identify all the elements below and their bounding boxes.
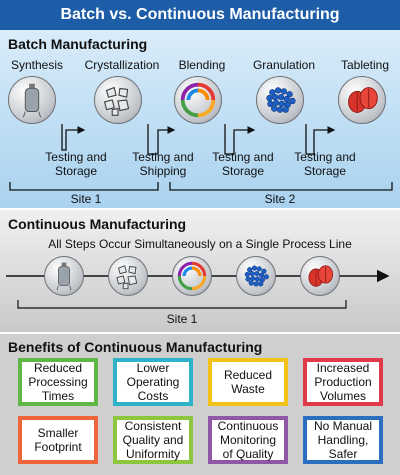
benefit-box: No Manual Handling, Safer (303, 416, 383, 464)
continuous-heading: Continuous Manufacturing (8, 216, 187, 232)
intermediate-label-4: Testing and Storage (294, 150, 356, 178)
continuous-site-label: Site 1 (166, 312, 198, 326)
step-label-crystallization: Crystallization (84, 58, 160, 72)
granules-icon (236, 256, 276, 296)
granules-icon (256, 76, 304, 124)
tank-icon (44, 256, 84, 296)
site-1-label: Site 1 (70, 192, 102, 206)
tablets-icon (300, 256, 340, 296)
benefit-box: Increased Production Volumes (303, 358, 383, 406)
intermediate-label-2: Testing and Shipping (132, 150, 194, 178)
benefits-heading: Benefits of Continuous Manufacturing (8, 339, 263, 355)
continuous-subtitle: All Steps Occur Simultaneously on a Sing… (48, 237, 352, 251)
benefit-box: Consistent Quality and Uniformity (113, 416, 193, 464)
crystals-icon (108, 256, 148, 296)
blender-swirl-icon (172, 256, 212, 296)
blender-swirl-icon (174, 76, 222, 124)
benefit-box: Continuous Monitoring of Quality (208, 416, 288, 464)
step-label-tableting: Tableting (340, 58, 390, 72)
benefit-box: Lower Operating Costs (113, 358, 193, 406)
step-label-granulation: Granulation (252, 58, 316, 72)
benefit-box: Smaller Footprint (18, 416, 98, 464)
crystals-icon (94, 76, 142, 124)
intermediate-label-3: Testing and Storage (212, 150, 274, 178)
batch-panel: Batch Manufacturing Synthesis Crystalliz… (0, 30, 400, 208)
tablets-icon (338, 76, 386, 124)
step-label-blending: Blending (178, 58, 226, 72)
intermediate-label-1: Testing and Storage (45, 150, 107, 178)
benefit-box: Reduced Processing Times (18, 358, 98, 406)
benefit-box: Reduced Waste (208, 358, 288, 406)
step-label-synthesis: Synthesis (10, 58, 64, 72)
continuous-panel: Continuous Manufacturing All Steps Occur… (0, 210, 400, 332)
tank-icon (8, 76, 56, 124)
benefits-panel: Benefits of Continuous Manufacturing Red… (0, 334, 400, 475)
batch-flow-arrows (9, 124, 393, 191)
site-2-label: Site 2 (264, 192, 296, 206)
page-title: Batch vs. Continuous Manufacturing (0, 0, 400, 30)
batch-heading: Batch Manufacturing (8, 36, 148, 52)
